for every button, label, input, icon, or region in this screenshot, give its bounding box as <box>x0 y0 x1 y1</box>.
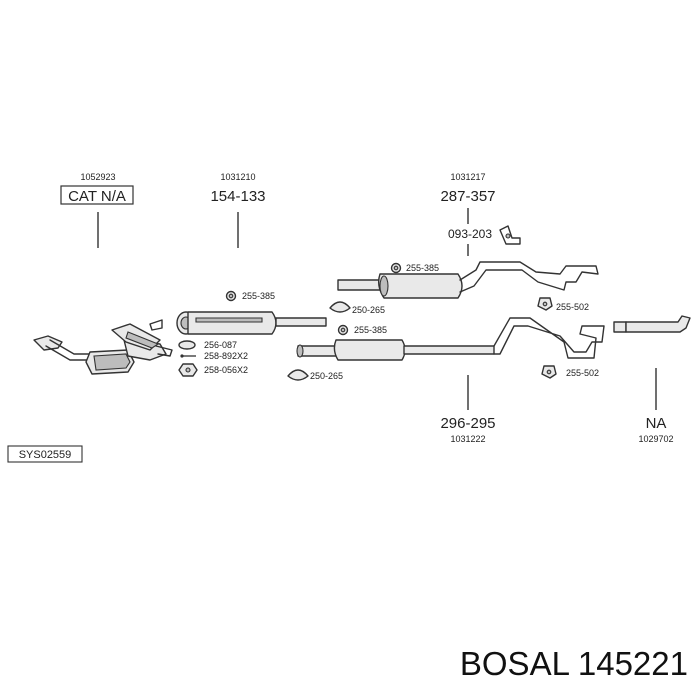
bracket-icon <box>499 225 521 245</box>
lower-silencer-drawing <box>296 317 605 361</box>
front-ref-number: 1031210 <box>220 172 255 182</box>
upper-clamp-label: 250-265 <box>352 305 385 315</box>
upper-rear-hanger-label: 255-502 <box>556 302 589 312</box>
brand-part-number: BOSAL 145221 <box>459 645 688 682</box>
upper-sub-code: 093-203 <box>448 227 492 241</box>
upper-rear-hanger-icon <box>537 297 553 311</box>
upper-code: 287-357 <box>440 188 495 205</box>
upper-hanger-label: 255-385 <box>406 263 439 273</box>
upper-ref-number: 1031217 <box>450 172 485 182</box>
cat-ref-number: 1052923 <box>80 172 115 182</box>
nut-icon <box>178 363 198 377</box>
tail-pipe-drawing <box>613 315 691 333</box>
upper-hanger-icon <box>390 262 402 274</box>
bolt-label: 258-892X2 <box>204 351 248 361</box>
system-code: SYS02559 <box>19 449 72 461</box>
tail-code: NA <box>646 415 667 432</box>
hanger-icon <box>225 290 237 302</box>
upper-clamp-icon <box>329 301 351 313</box>
gasket-icon <box>178 340 196 350</box>
front-pipe-drawing <box>176 311 327 335</box>
lower-clamp-icon <box>287 369 309 381</box>
lower-rear-hanger-label: 255-502 <box>566 368 599 378</box>
tail-ref-number: 1029702 <box>638 434 673 444</box>
lower-hanger-label: 255-385 <box>354 325 387 335</box>
cat-code-frame <box>60 185 134 205</box>
lower-ref-number: 1031222 <box>450 434 485 444</box>
lower-hanger-icon <box>337 324 349 336</box>
front-hanger-label: 255-385 <box>242 291 275 301</box>
cat-code: CAT N/A <box>68 188 126 205</box>
lower-rear-hanger-icon <box>541 365 557 379</box>
system-code-frame <box>7 445 83 463</box>
lower-clamp-label: 250-265 <box>310 371 343 381</box>
nut-label: 258-056X2 <box>204 365 248 375</box>
gasket-label: 256-087 <box>204 340 237 350</box>
upper-silencer-drawing <box>337 261 599 299</box>
catalytic-converter-drawing <box>33 319 173 375</box>
front-code: 154-133 <box>210 188 265 205</box>
lower-code: 296-295 <box>440 415 495 432</box>
bolt-icon <box>180 354 196 358</box>
